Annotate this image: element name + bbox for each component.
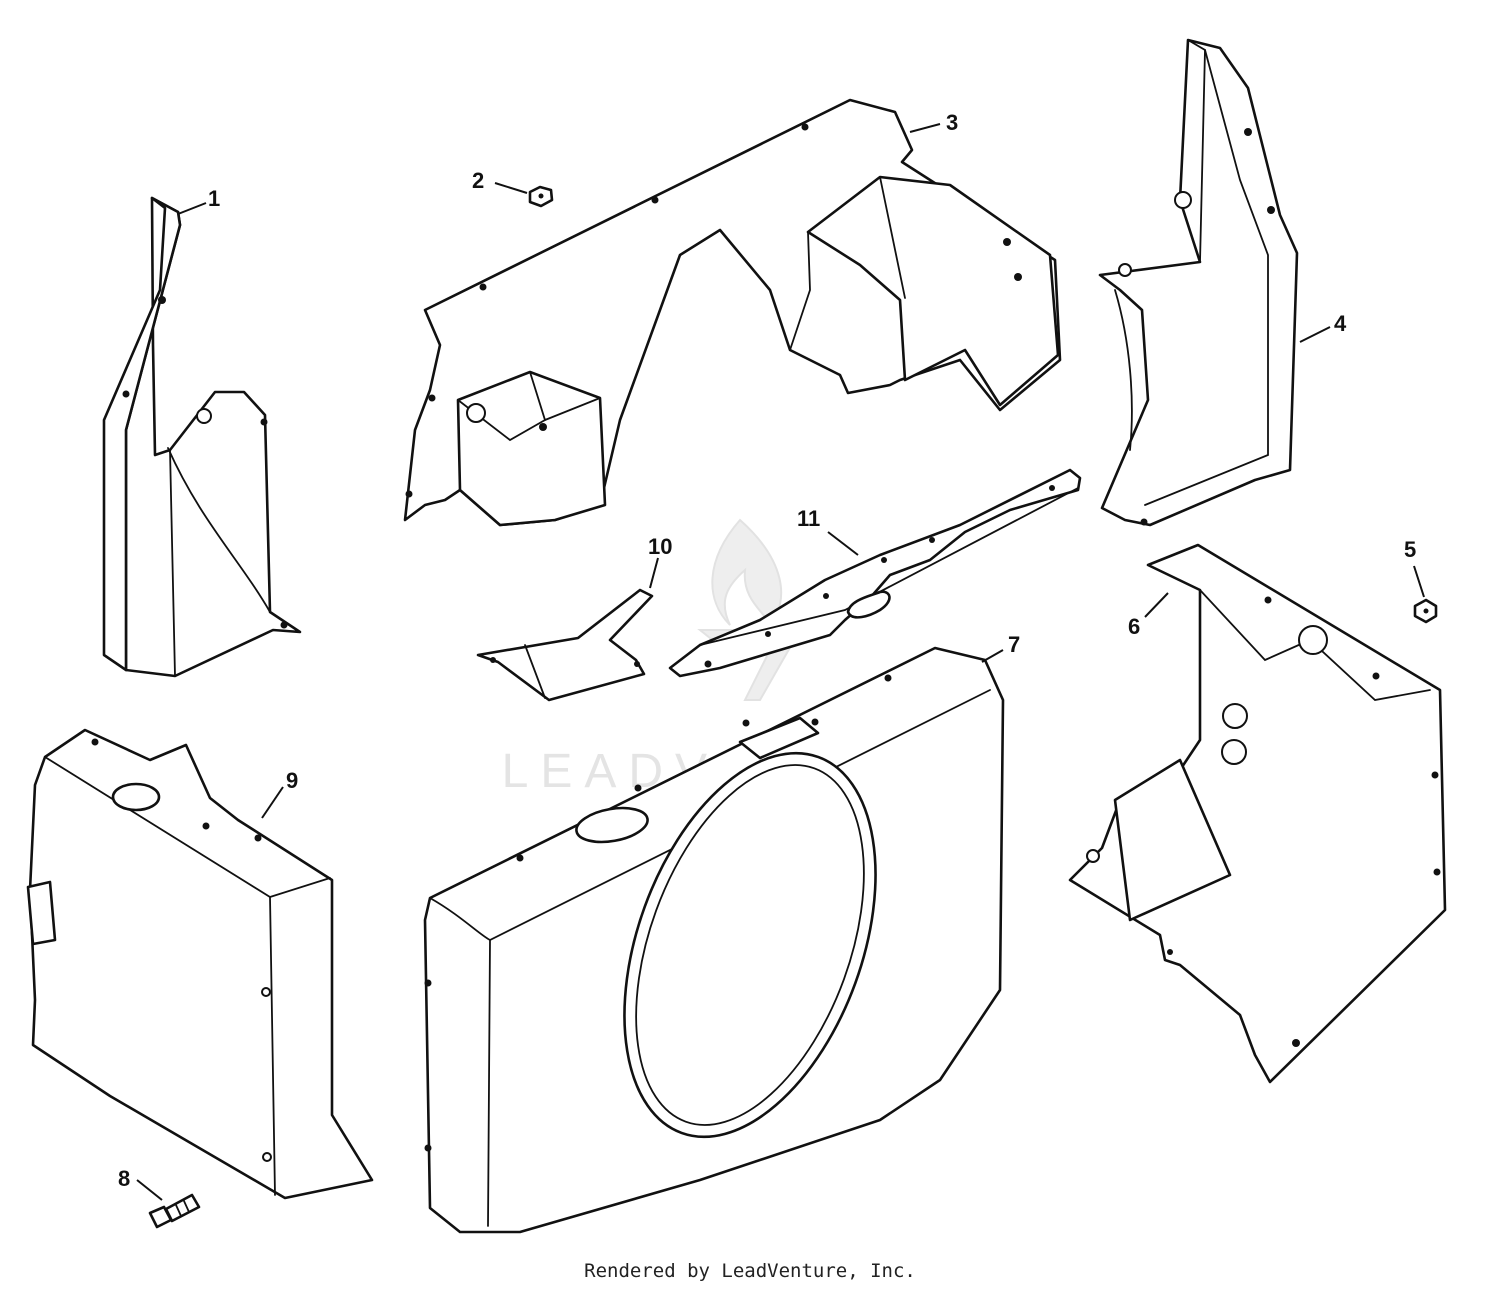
part-7-blower-housing[interactable] [423,646,1005,1234]
part-11-strap[interactable] [668,468,1082,678]
part-3-upper-shroud[interactable] [403,98,1062,527]
part-10-bracket[interactable] [476,588,654,702]
callout-6[interactable]: 6 [1128,614,1140,639]
part-6-lower-baffle[interactable] [1068,543,1447,1084]
leader-7 [981,649,1004,663]
leader-2 [494,182,528,194]
callout-7[interactable]: 7 [1008,632,1020,657]
part-5-nut[interactable] [1413,598,1438,624]
callouts: 1 2 3 4 5 6 7 8 9 10 11 [118,110,1416,1191]
callout-2[interactable]: 2 [472,168,484,193]
callout-9[interactable]: 9 [286,768,298,793]
part-9-lower-shroud[interactable] [26,728,374,1200]
leader-6 [1144,592,1169,618]
part-8-bolt[interactable] [148,1193,201,1229]
leader-10 [649,557,659,589]
footer-credit: Rendered by LeadVenture, Inc. [584,1260,916,1282]
part-1-baffle[interactable] [102,196,302,678]
callout-11[interactable]: 11 [797,506,820,531]
leader-4 [1299,326,1331,343]
callout-10[interactable]: 10 [648,534,672,559]
leader-9 [261,786,284,819]
leader-5 [1413,565,1425,598]
callout-4[interactable]: 4 [1334,311,1347,336]
leader-8 [136,1179,163,1201]
callout-8[interactable]: 8 [118,1166,130,1191]
callout-3[interactable]: 3 [946,110,958,135]
leader-lines [136,123,1425,1201]
leader-11 [827,531,859,556]
callout-5[interactable]: 5 [1404,537,1416,562]
part-2-nut[interactable] [528,185,554,208]
watermark-flame-icon [711,518,783,627]
leader-3 [909,123,941,133]
callout-1[interactable]: 1 [208,186,220,211]
leader-1 [177,202,207,215]
part-4-baffle[interactable] [1098,38,1299,527]
